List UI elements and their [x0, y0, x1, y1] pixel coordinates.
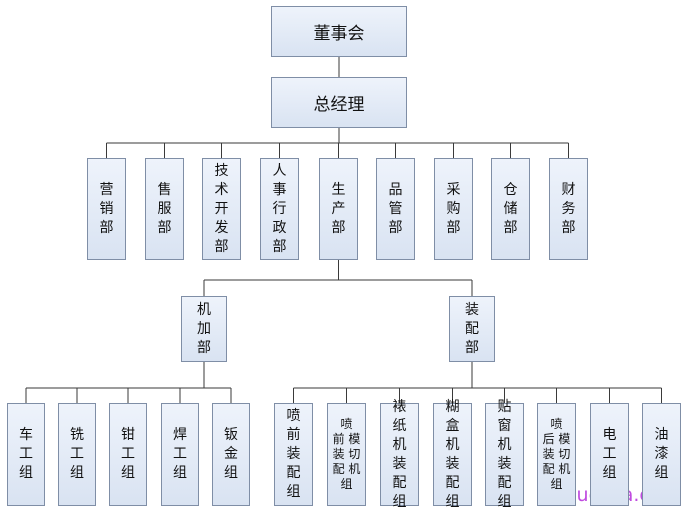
asm-group-label: 喷 前 模 装 切 配 机 组: [332, 417, 361, 491]
dept-quality: 品 管 部: [376, 158, 415, 260]
board-node: 董事会: [271, 6, 407, 57]
dept-label: 生 产 部: [331, 181, 346, 236]
mach-group-label: 铣 工 组: [70, 427, 84, 481]
mach-group-fitter: 钳 工 组: [109, 403, 147, 506]
asm-group-label: 喷 前 装 配 组: [286, 408, 301, 500]
asm-group-rear-spray-diecut: 喷 后 模 装 切 配 机 组: [537, 403, 576, 506]
dept-label: 售 服 部: [157, 181, 172, 236]
asm-group-front-spray-diecut: 喷 前 模 装 切 配 机 组: [327, 403, 366, 506]
dept-label: 营 销 部: [99, 181, 114, 236]
mach-group-label: 车 工 组: [19, 427, 33, 481]
dept-label: 采 购 部: [446, 181, 461, 236]
general-manager-node: 总经理: [271, 77, 407, 128]
dept-aftersales: 售 服 部: [145, 158, 184, 260]
unit-label: 装 配 部: [465, 301, 479, 356]
mach-group-welding: 焊 工 组: [161, 403, 199, 506]
asm-group-label: 油 漆 组: [654, 427, 669, 481]
asm-group-electrical: 电 工 组: [590, 403, 629, 506]
mach-group-label: 钣 金 组: [224, 427, 238, 481]
dept-purchasing: 采 购 部: [434, 158, 473, 260]
dept-label: 人 事 行 政 部: [272, 162, 287, 255]
dept-finance: 财 务 部: [549, 158, 588, 260]
mach-group-lathe: 车 工 组: [7, 403, 45, 506]
dept-label: 仓 储 部: [503, 181, 518, 236]
asm-group-front-spray: 喷 前 装 配 组: [274, 403, 313, 506]
asm-group-window-patch: 贴 窗 机 装 配 组: [485, 399, 524, 510]
asm-group-box-gluer: 糊 盒 机 装 配 组: [433, 399, 472, 510]
asm-group-mounting: 裱 纸 机 装 配 组: [380, 399, 419, 510]
dept-label: 品 管 部: [388, 181, 403, 236]
mach-group-sheetmetal: 钣 金 组: [212, 403, 250, 506]
dept-tech: 技 术 开 发 部: [202, 158, 241, 260]
dept-label: 财 务 部: [561, 181, 576, 236]
asm-group-label: 电 工 组: [602, 427, 617, 481]
gm-label: 总经理: [313, 95, 365, 115]
asm-group-painting: 油 漆 组: [642, 403, 681, 506]
dept-hr: 人 事 行 政 部: [260, 158, 299, 260]
asm-group-label: 裱 纸 机 装 配 组: [392, 398, 407, 510]
mach-group-label: 钳 工 组: [121, 427, 135, 481]
board-label: 董事会: [313, 24, 365, 44]
dept-warehouse: 仓 储 部: [491, 158, 530, 260]
asm-group-label: 喷 后 模 装 切 配 机 组: [542, 417, 571, 491]
asm-group-label: 糊 盒 机 装 配 组: [445, 398, 460, 510]
unit-assembly: 装 配 部: [449, 296, 495, 362]
unit-machining: 机 加 部: [181, 296, 227, 362]
mach-group-milling: 铣 工 组: [58, 403, 96, 506]
dept-sales: 营 销 部: [87, 158, 126, 260]
unit-label: 机 加 部: [197, 301, 211, 356]
mach-group-label: 焊 工 组: [173, 427, 187, 481]
dept-production: 生 产 部: [319, 158, 358, 260]
dept-label: 技 术 开 发 部: [214, 162, 229, 255]
asm-group-label: 贴 窗 机 装 配 组: [497, 398, 512, 510]
